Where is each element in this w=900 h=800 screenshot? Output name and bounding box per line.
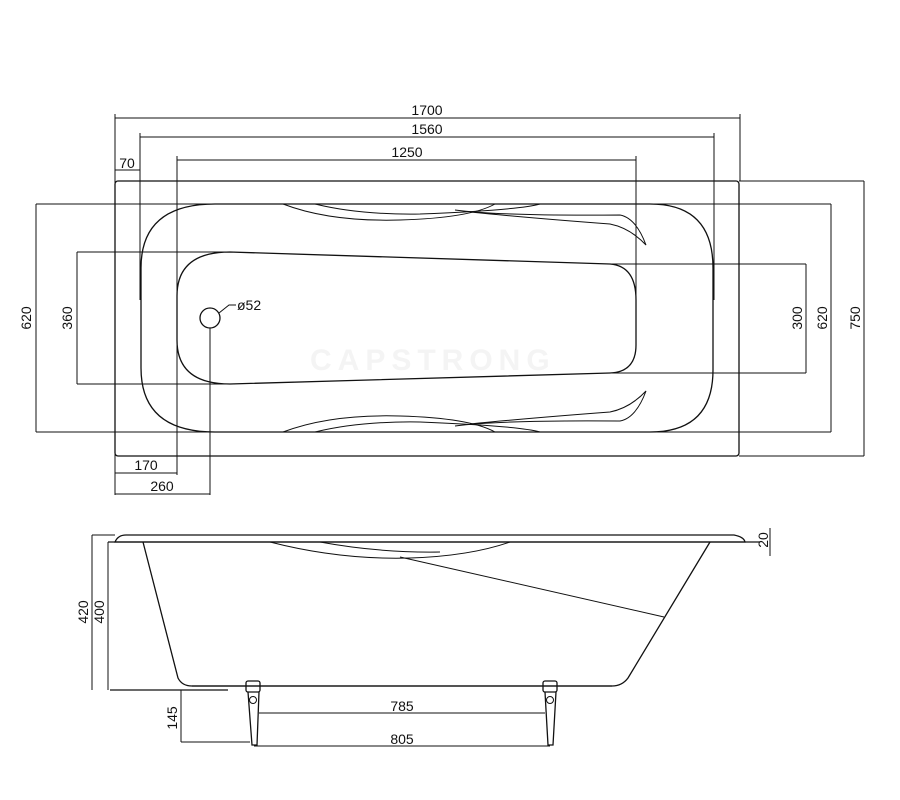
dim-785: 785 xyxy=(390,698,414,714)
watermark: CAPSTRONG xyxy=(310,344,556,377)
armrest-bottom-2 xyxy=(314,421,541,433)
leg-left xyxy=(245,680,261,746)
leg-right xyxy=(542,680,558,746)
dim-170: 170 xyxy=(134,457,158,473)
dim-145: 145 xyxy=(164,706,180,730)
drain-circle xyxy=(199,307,221,329)
dim-750: 750 xyxy=(847,306,863,330)
side-rim xyxy=(114,534,746,543)
dim-300: 300 xyxy=(789,306,805,330)
dim-620-right: 620 xyxy=(814,306,830,330)
svg-text:CAPSTRONG: CAPSTRONG xyxy=(310,344,556,377)
dim-70: 70 xyxy=(119,155,135,171)
side-body xyxy=(142,541,711,687)
dim-360: 360 xyxy=(59,306,75,330)
dim-260: 260 xyxy=(150,478,174,494)
armrest-top-hook xyxy=(454,209,647,246)
dim-420: 420 xyxy=(75,600,91,624)
dim-1560: 1560 xyxy=(411,121,442,137)
dim-400: 400 xyxy=(91,600,107,624)
dim-1250: 1250 xyxy=(391,144,422,160)
dim-805: 805 xyxy=(390,731,414,747)
side-view: 420 400 20 145 785 805 xyxy=(75,528,771,747)
dim-drain-diameter: ø52 xyxy=(237,297,261,313)
inner-basin xyxy=(140,203,714,433)
dim-620-left: 620 xyxy=(18,306,34,330)
armrest-top-2 xyxy=(314,203,541,215)
outer-rim xyxy=(114,180,740,457)
armrest-bottom-hook xyxy=(454,390,647,427)
dim-20: 20 xyxy=(755,532,771,548)
dim-1700: 1700 xyxy=(411,102,442,118)
top-view: 1700 1560 1250 70 620 360 300 620 xyxy=(18,102,865,495)
